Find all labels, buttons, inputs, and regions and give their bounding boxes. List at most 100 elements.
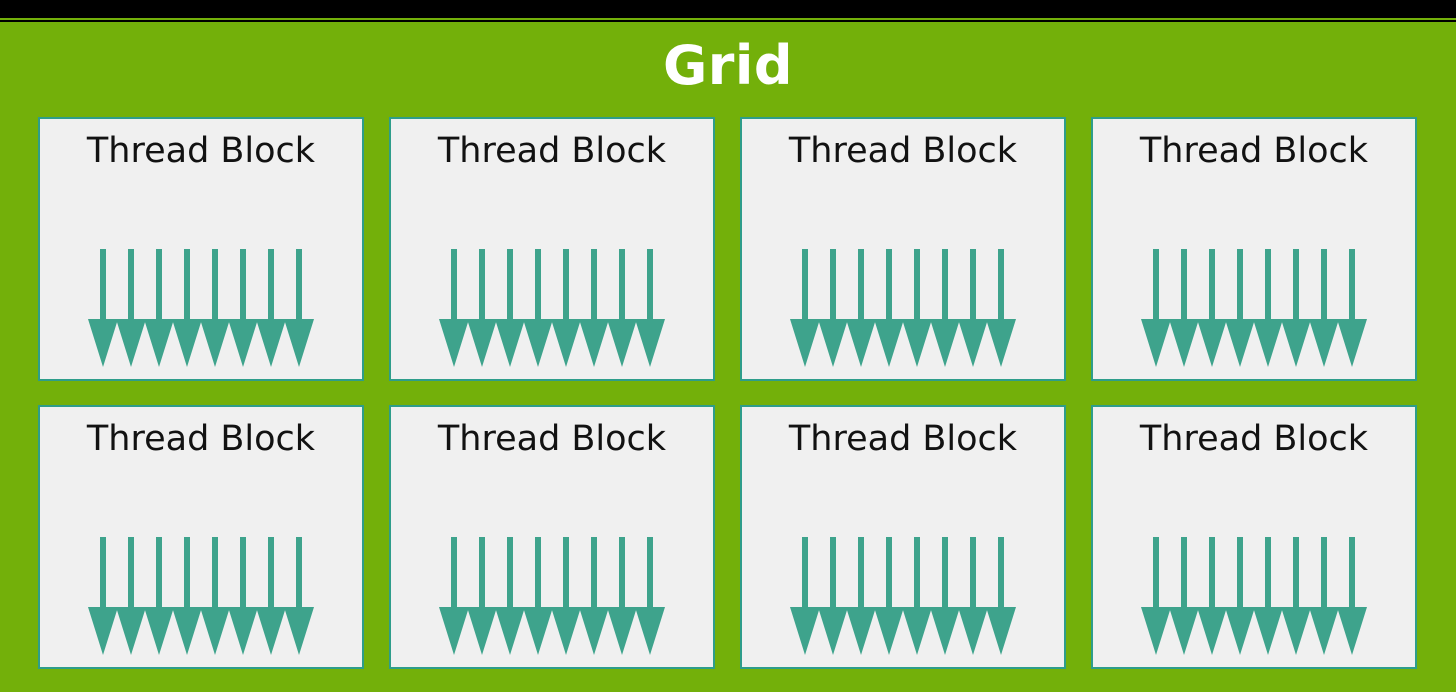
thread-arrow-head <box>1309 319 1339 367</box>
thread-arrow-down-icon <box>200 537 230 655</box>
thread-arrow-head <box>958 607 988 655</box>
thread-arrow-head <box>439 607 469 655</box>
thread-arrow-down-icon <box>1169 537 1199 655</box>
thread-arrow-down-icon <box>607 537 637 655</box>
thread-arrow-down-icon <box>88 249 118 367</box>
thread-arrow-shaft <box>479 249 485 337</box>
thread-arrow-head <box>1337 607 1367 655</box>
thread-arrow-shaft <box>479 537 485 625</box>
thread-arrow-shaft <box>1321 249 1327 337</box>
thread-arrow-down-icon <box>256 249 286 367</box>
thread-arrow-head <box>1253 607 1283 655</box>
thread-arrow-down-icon <box>228 537 258 655</box>
thread-arrow-head <box>635 607 665 655</box>
thread-arrow-head <box>930 607 960 655</box>
thread-arrow-head <box>986 319 1016 367</box>
thread-arrow-head <box>172 319 202 367</box>
thread-arrow-shaft <box>942 537 948 625</box>
thread-arrow-head <box>551 319 581 367</box>
thread-arrow-shaft <box>619 537 625 625</box>
thread-arrow-down-icon <box>467 537 497 655</box>
thread-arrow-head <box>1197 319 1227 367</box>
top-black-rule <box>0 20 1456 22</box>
thread-arrow-down-icon <box>1253 249 1283 367</box>
thread-arrow-shaft <box>240 537 246 625</box>
thread-arrow-shaft <box>535 537 541 625</box>
thread-arrow-down-icon <box>172 249 202 367</box>
thread-arrow-shaft <box>619 249 625 337</box>
thread-arrow-shaft <box>1181 537 1187 625</box>
thread-arrow-down-icon <box>495 249 525 367</box>
thread-arrow-shaft <box>212 537 218 625</box>
thread-arrow-shaft <box>156 249 162 337</box>
page-title: Grid <box>662 34 794 97</box>
thread-arrow-down-icon <box>818 249 848 367</box>
thread-arrow-down-icon <box>1225 537 1255 655</box>
thread-arrow-head <box>467 607 497 655</box>
thread-block-card: Thread Block <box>1091 405 1417 669</box>
thread-arrow-shaft <box>914 249 920 337</box>
thread-arrow-down-icon <box>1309 537 1339 655</box>
thread-arrow-down-icon <box>635 537 665 655</box>
thread-block-label: Thread Block <box>437 131 667 171</box>
thread-arrow-head <box>228 607 258 655</box>
thread-arrow-head <box>1225 607 1255 655</box>
thread-arrow-down-icon <box>1337 249 1367 367</box>
thread-arrow-down-icon <box>144 537 174 655</box>
thread-arrow-down-icon <box>818 537 848 655</box>
thread-arrow-down-icon <box>467 249 497 367</box>
thread-block-label: Thread Block <box>86 131 316 171</box>
thread-arrow-head <box>172 607 202 655</box>
thread-arrow-head <box>1337 319 1367 367</box>
thread-block-label: Thread Block <box>437 419 667 459</box>
thread-arrow-down-icon <box>1169 249 1199 367</box>
thread-arrow-down-icon <box>1141 537 1171 655</box>
thread-arrow-shaft <box>240 249 246 337</box>
thread-arrow-shaft <box>998 537 1004 625</box>
thread-arrow-head <box>818 319 848 367</box>
thread-arrow-head <box>874 319 904 367</box>
thread-arrow-head <box>256 319 286 367</box>
thread-arrow-shaft <box>591 249 597 337</box>
thread-arrow-shaft <box>1349 537 1355 625</box>
thread-arrow-down-icon <box>256 537 286 655</box>
thread-arrow-down-icon <box>284 249 314 367</box>
thread-arrow-head <box>607 607 637 655</box>
thread-arrow-head <box>144 319 174 367</box>
thread-arrow-shaft <box>1265 537 1271 625</box>
thread-block-card: Thread Block <box>740 405 1066 669</box>
thread-arrow-down-icon <box>1225 249 1255 367</box>
thread-arrow-head <box>958 319 988 367</box>
thread-arrow-shaft <box>268 537 274 625</box>
thread-arrow-shaft <box>1153 537 1159 625</box>
thread-arrow-down-icon <box>874 537 904 655</box>
thread-block-label: Thread Block <box>86 419 316 459</box>
thread-arrow-down-icon <box>1309 249 1339 367</box>
thread-arrow-head <box>523 607 553 655</box>
thread-arrow-shaft <box>296 249 302 337</box>
thread-arrow-head <box>790 607 820 655</box>
thread-arrow-shaft <box>886 537 892 625</box>
thread-arrow-head <box>818 607 848 655</box>
thread-arrow-shaft <box>647 249 653 337</box>
thread-arrow-down-icon <box>551 537 581 655</box>
thread-arrow-down-icon <box>116 537 146 655</box>
thread-arrow-down-icon <box>874 249 904 367</box>
top-green-rule <box>0 18 1456 20</box>
thread-block-card: Thread Block <box>38 117 364 381</box>
thread-arrow-down-icon <box>172 537 202 655</box>
thread-arrow-head <box>607 319 637 367</box>
thread-arrow-head <box>200 319 230 367</box>
thread-arrow-shaft <box>451 249 457 337</box>
thread-arrow-shaft <box>1181 249 1187 337</box>
thread-arrow-shaft <box>212 249 218 337</box>
thread-arrow-head <box>200 607 230 655</box>
thread-arrow-head <box>284 607 314 655</box>
thread-arrow-head <box>284 319 314 367</box>
thread-arrow-shaft <box>100 249 106 337</box>
thread-arrow-down-icon <box>607 249 637 367</box>
thread-block-label: Thread Block <box>788 419 1018 459</box>
